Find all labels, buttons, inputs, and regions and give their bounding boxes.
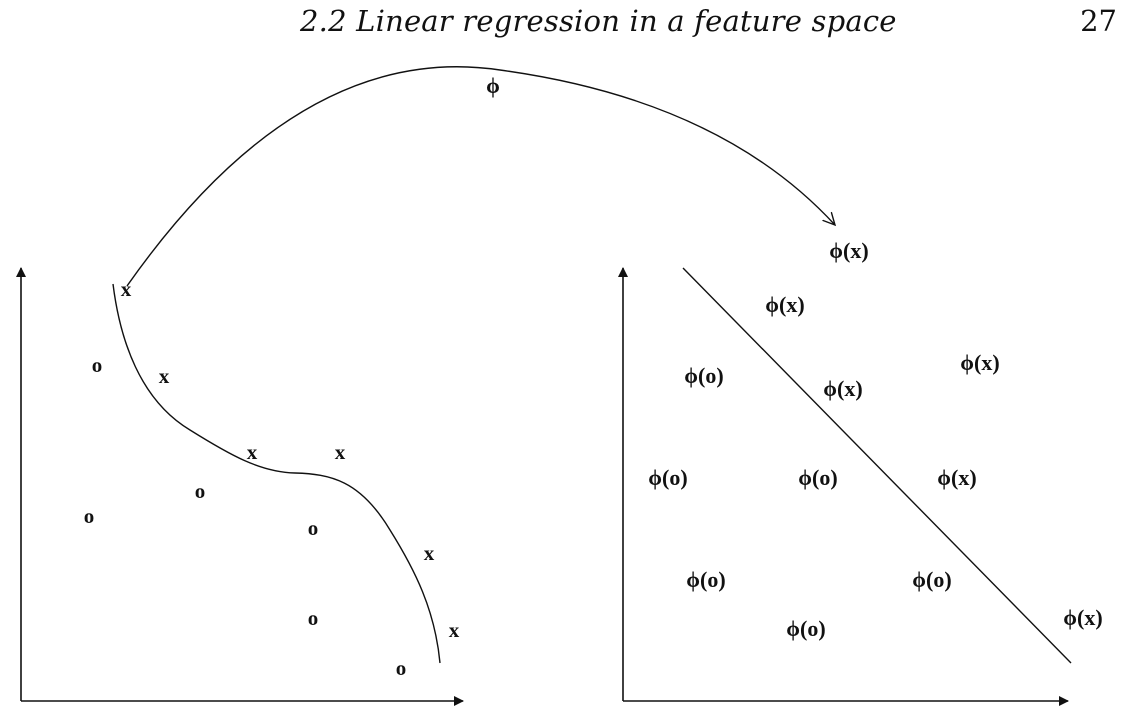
input-point: x [424,541,435,565]
mapping-label: ϕ [486,73,500,98]
input-point: x [335,440,346,464]
feature-point: ϕ(x) [1063,605,1102,630]
input-point: o [396,656,407,680]
feature-point: ϕ(o) [798,465,837,490]
feature-point: ϕ(x) [765,292,804,317]
feature-point: ϕ(o) [786,616,825,641]
feature-space-axes [618,267,1069,706]
input-point: x [247,440,258,464]
input-point: o [84,504,95,528]
input-point: x [121,277,132,301]
input-point: o [92,353,103,377]
feature-point: ϕ(x) [829,238,868,263]
feature-space-points: ϕ(x) ϕ(x) ϕ(o) ϕ(x) ϕ(x) ϕ(o) ϕ(o) ϕ(x) … [648,238,1102,641]
mapping-arc [126,66,835,287]
input-point: o [308,516,319,540]
input-space-axes [16,267,464,706]
page-number: 27 [1080,4,1117,38]
feature-point: ϕ(o) [686,567,725,592]
feature-point: ϕ(o) [912,567,951,592]
input-point: x [159,364,170,388]
nonlinear-boundary [112,283,441,664]
input-point: x [449,618,460,642]
feature-point: ϕ(x) [960,350,999,375]
input-point: o [195,479,206,503]
linear-separator [682,267,1072,664]
feature-point: ϕ(x) [937,465,976,490]
input-space-points: x o x x x o o o x o x o [84,277,460,680]
feature-point: ϕ(o) [684,363,723,388]
feature-point: ϕ(x) [823,376,862,401]
input-point: o [308,606,319,630]
page-header: 2.2 Linear regression in a feature space… [0,0,1131,46]
feature-point: ϕ(o) [648,465,687,490]
running-title: 2.2 Linear regression in a feature space [300,4,897,38]
